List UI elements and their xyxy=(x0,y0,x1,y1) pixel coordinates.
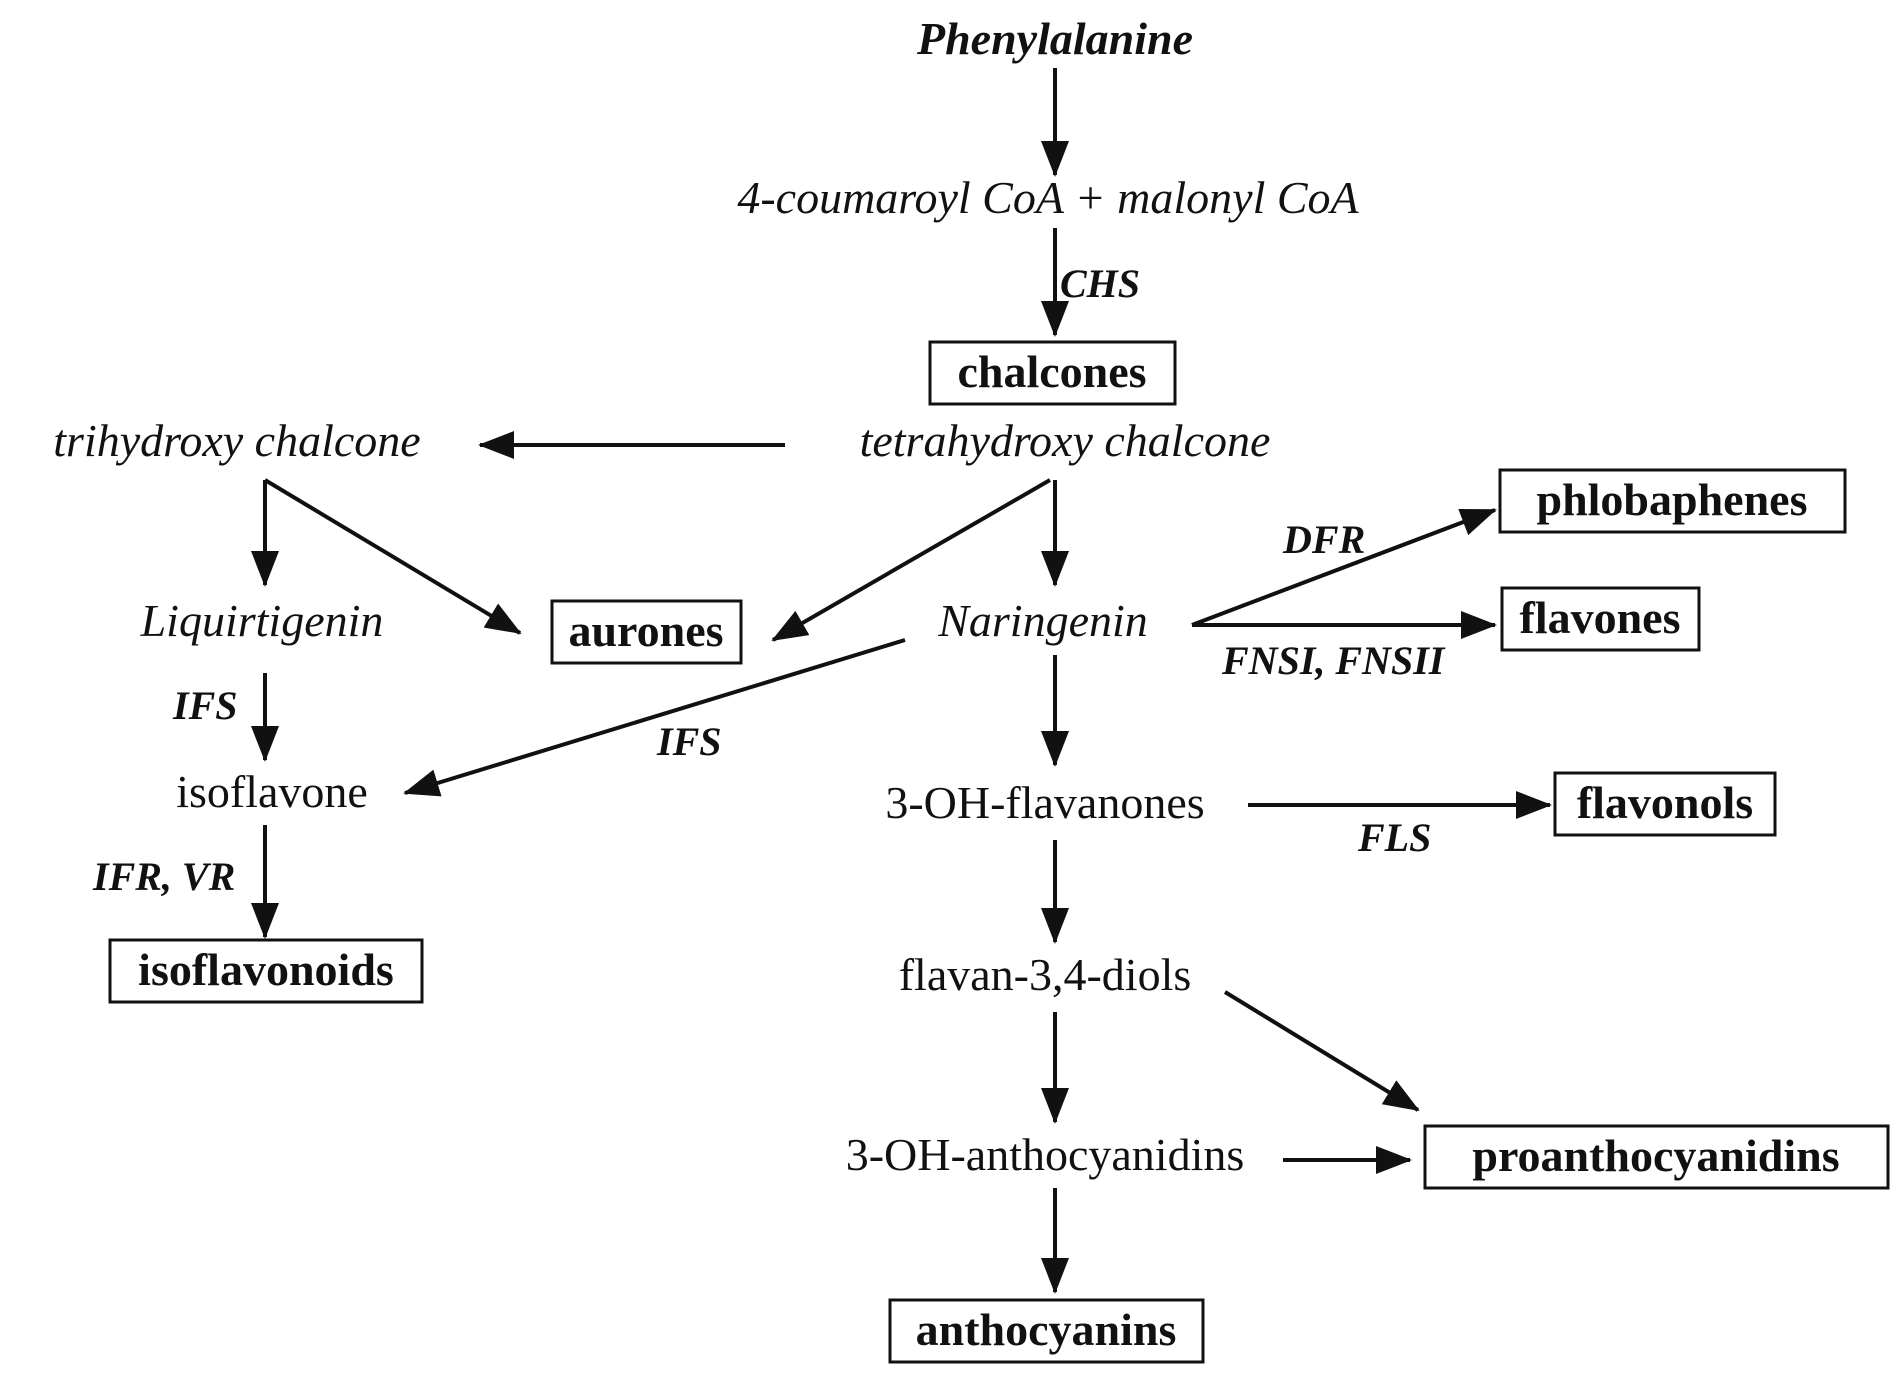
isoflavonoids-label: isoflavonoids xyxy=(138,944,394,995)
flavonols-box xyxy=(1553,771,1777,837)
ifs-enzyme-label-left: IFS xyxy=(172,683,238,728)
proanthocyanidins-box xyxy=(1423,1124,1890,1190)
phlobaphenes-label: phlobaphenes xyxy=(1536,474,1807,525)
naringenin-label: Naringenin xyxy=(937,595,1148,646)
chalcones-box xyxy=(928,340,1177,406)
arrow-naringenin-to-phlobaphenes xyxy=(1191,508,1497,627)
dfr-enzyme-label: DFR xyxy=(1282,517,1365,562)
product-labels: chalcones phlobaphenes aurones flavones … xyxy=(138,346,1839,1355)
fls-enzyme-label: FLS xyxy=(1357,815,1431,860)
isoflavonoids-box xyxy=(108,938,424,1004)
coumaroyl-malonyl-label: 4-coumaroyl CoA + malonyl CoA xyxy=(737,172,1359,223)
phenylalanine-label: Phenylalanine xyxy=(916,13,1193,64)
isoflavone-label: isoflavone xyxy=(176,766,368,817)
flavonols-label: flavonols xyxy=(1577,777,1753,828)
flavones-label: flavones xyxy=(1520,592,1681,643)
ifs-enzyme-label-right: IFS xyxy=(656,719,722,764)
arrow-naringenin-to-isoflavone xyxy=(403,638,906,797)
trihydroxy-chalcone-label: trihydroxy chalcone xyxy=(53,415,420,466)
liquirtigenin-label: Liquirtigenin xyxy=(140,595,384,646)
arrow-flavan-diols-to-proanthocyanidins xyxy=(1223,990,1420,1112)
tetrahydroxy-chalcone-label: tetrahydroxy chalcone xyxy=(860,415,1271,466)
oh-flavanones-label: 3-OH-flavanones xyxy=(885,777,1204,828)
fns-enzyme-label: FNSI, FNSII xyxy=(1221,638,1446,683)
compound-labels: Phenylalanine 4-coumaroyl CoA + malonyl … xyxy=(53,13,1359,1180)
arrow-tetrahydroxy-to-aurones xyxy=(771,478,1052,642)
anthocyanins-box xyxy=(888,1298,1205,1364)
anthocyanins-label: anthocyanins xyxy=(916,1304,1177,1355)
flavones-box xyxy=(1500,586,1701,652)
enzyme-labels: CHS DFR FNSI, FNSII IFS IFS IFR, VR FLS xyxy=(92,261,1446,899)
chalcones-label: chalcones xyxy=(957,346,1146,397)
chs-enzyme-label: CHS xyxy=(1060,261,1140,306)
aurones-box xyxy=(550,599,743,665)
ifr-vr-enzyme-label: IFR, VR xyxy=(92,854,235,899)
oh-anthocyanidins-label: 3-OH-anthocyanidins xyxy=(846,1129,1245,1180)
proanthocyanidins-label: proanthocyanidins xyxy=(1472,1130,1839,1181)
aurones-label: aurones xyxy=(568,605,723,656)
pathway-arrows xyxy=(251,68,1552,1294)
phlobaphenes-box xyxy=(1498,468,1847,534)
arrow-trihydroxy-to-aurones xyxy=(263,478,522,635)
product-boxes xyxy=(108,340,1890,1364)
flavan-diols-label: flavan-3,4-diols xyxy=(899,949,1192,1000)
